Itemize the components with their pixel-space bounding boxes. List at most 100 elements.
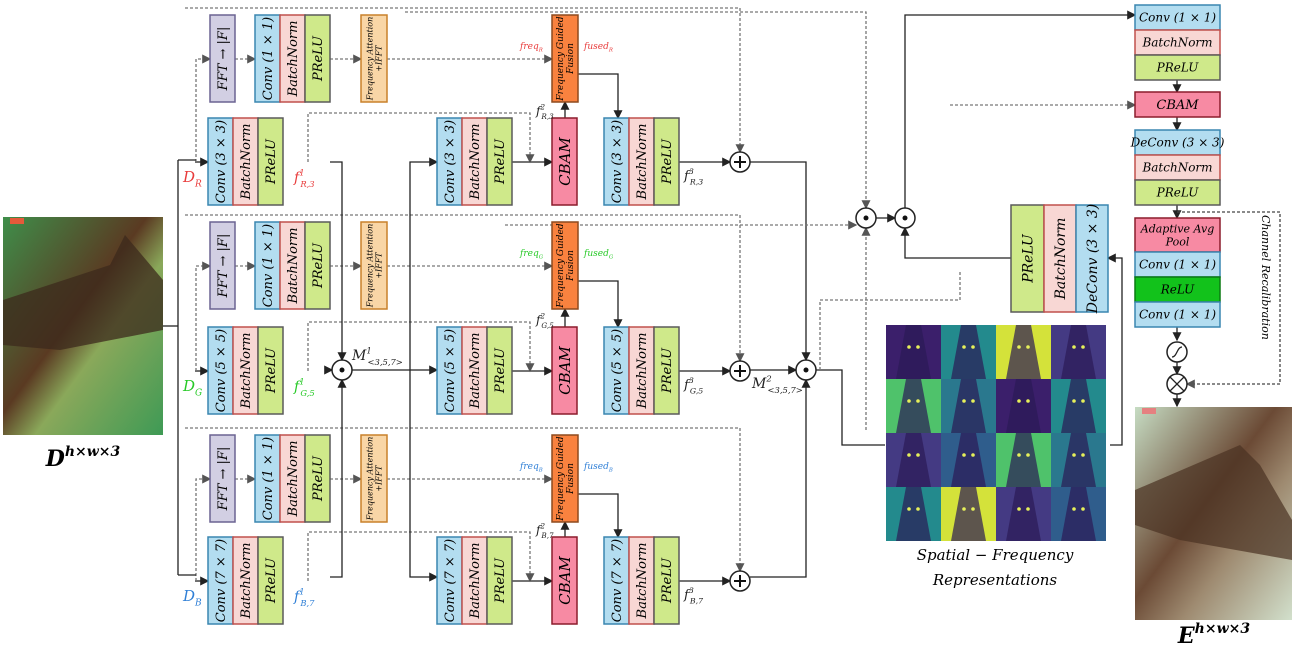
- r-fused-label: fusedR: [583, 42, 613, 54]
- r-stage3-prelu-block: PReLU: [653, 117, 680, 206]
- feature-map-tile: [1051, 379, 1106, 433]
- connector: [195, 474, 212, 581]
- g-stage3-batchnorm-block-label: BatchNorm: [635, 333, 650, 410]
- g-freq-conv-block-label: Conv (1 × 1): [261, 224, 276, 307]
- r-freq-conv-block: Conv (1 × 1): [254, 14, 281, 103]
- g-stage3-conv-block-label: Conv (5 × 5): [610, 329, 625, 412]
- r-stage2-prelu-block: PReLU: [486, 117, 513, 206]
- g-cbam-block: CBAM: [551, 326, 578, 415]
- output-image: [1135, 407, 1292, 620]
- connector: [750, 378, 811, 578]
- feature-map-tile: [1051, 325, 1106, 379]
- g-stage3-batchnorm-block: BatchNorm: [628, 326, 655, 415]
- connector: [1177, 211, 1281, 389]
- recal-conv1b-block-label: Conv (1 × 1): [1139, 308, 1216, 322]
- b-stage3-batchnorm-block: BatchNorm: [628, 536, 655, 625]
- decoder-deconv-block: DeConv (3 × 3): [1075, 204, 1109, 314]
- r-input-label: DR: [182, 168, 202, 190]
- r-freq-attention-block: Frequency Attention+IFFT: [360, 14, 388, 103]
- g-stage2-batchnorm-block-label: BatchNorm: [468, 333, 483, 410]
- connector: [330, 378, 347, 578]
- connector: [330, 161, 347, 362]
- connector: [1106, 253, 1123, 446]
- recal-relu-block-label: ReLU: [1160, 283, 1195, 297]
- g-freq-batchnorm-block: BatchNorm: [279, 221, 306, 310]
- g-cbam-block-label: CBAM: [556, 346, 574, 395]
- connector: [195, 261, 212, 371]
- head-conv1-block: Conv (1 × 1): [1134, 4, 1221, 31]
- b-freq-guided-fusion-block-label: Frequency Guided: [556, 436, 566, 521]
- frequency-fusion-multiply-2: [894, 207, 916, 229]
- r-stage1-conv-block: Conv (3 × 3): [207, 117, 234, 206]
- r-cbam-block: CBAM: [551, 117, 578, 206]
- b-input-label: DB: [182, 587, 202, 609]
- b-fft-block: FFT → |F|: [209, 434, 236, 523]
- connector: [185, 427, 745, 573]
- sf-caption-1: Spatial − Frequency: [917, 546, 1074, 564]
- b-freq-conv-block: Conv (1 × 1): [254, 434, 281, 523]
- b-fused-label: fusedB: [583, 462, 613, 474]
- g-freq-attention-block-label: Frequency Attention: [365, 224, 374, 309]
- g-stage2-prelu-block-label: PReLU: [493, 347, 508, 394]
- g-fft-block-label: FFT → |F|: [216, 234, 231, 299]
- r-stage2-batchnorm-block: BatchNorm: [461, 117, 488, 206]
- g-stage3-conv-block: Conv (5 × 5): [603, 326, 630, 415]
- connector: [195, 54, 212, 162]
- connector: [185, 7, 745, 154]
- r-freq-attention-block-label: +IFFT: [374, 45, 383, 72]
- connector: [409, 157, 439, 370]
- b-stage3-batchnorm-block-label: BatchNorm: [635, 543, 650, 620]
- feature-map-tile: [941, 433, 996, 487]
- b-freq-prelu-block: PReLU: [304, 434, 331, 523]
- b-stage3-conv-block-label: Conv (7 × 7): [610, 539, 625, 622]
- g-stage3-prelu-block: PReLU: [653, 326, 680, 415]
- feature-map-tile: [996, 325, 1051, 379]
- b-freq-attention-block: Frequency Attention+IFFT: [360, 434, 388, 523]
- r-stage2-batchnorm-block-label: BatchNorm: [468, 124, 483, 201]
- r-stage3-batchnorm-block-label: BatchNorm: [635, 124, 650, 201]
- b-stage3-prelu-block-label: PReLU: [660, 557, 675, 604]
- decoder-prelu-block: PReLU: [1010, 204, 1045, 313]
- b-stage3-conv-block: Conv (7 × 7): [603, 536, 630, 625]
- r-stage3-conv-block: Conv (3 × 3): [603, 117, 630, 206]
- g-freq-conv-block: Conv (1 × 1): [254, 221, 281, 310]
- feature-map-tile: [886, 487, 941, 541]
- sigmoid-op: [1166, 341, 1188, 363]
- connector: [900, 226, 1011, 259]
- connector: [307, 112, 535, 164]
- r-freq-label: freqR: [519, 42, 543, 54]
- connector: [904, 10, 1137, 208]
- head-prelu-block-label: PReLU: [1156, 61, 1200, 75]
- b-freq-prelu-block-label: PReLU: [311, 455, 326, 502]
- head-prelu-2-block-label: PReLU: [1156, 186, 1200, 200]
- connector: [750, 161, 811, 362]
- b-freq-attention-block-label: +IFFT: [374, 465, 383, 492]
- r-fft-block-label: FFT → |F|: [216, 27, 231, 92]
- connector-lines: [163, 7, 1281, 586]
- feature-map-tile: [1051, 433, 1106, 487]
- b-stage2-conv-block: Conv (7 × 7): [436, 536, 463, 625]
- g-stage1-conv-block-label: Conv (5 × 5): [214, 329, 229, 412]
- b-stage1-prelu-block-label: PReLU: [264, 557, 279, 604]
- b-stage2-batchnorm-block: BatchNorm: [461, 536, 488, 625]
- r-stage1-batchnorm-block: BatchNorm: [232, 117, 259, 206]
- r-stage3-conv-block-label: Conv (3 × 3): [610, 120, 625, 203]
- feature-map-tile: [886, 433, 941, 487]
- feature-map-tile: [941, 325, 996, 379]
- g-stage1-prelu-block-label: PReLU: [264, 347, 279, 394]
- connector: [307, 321, 535, 373]
- recal-conv1-block-label: Conv (1 × 1): [1139, 258, 1216, 272]
- b-residual-add: [729, 570, 751, 592]
- head-batchnorm-2-block-label: BatchNorm: [1141, 161, 1212, 175]
- head-prelu-2-block: PReLU: [1134, 179, 1221, 206]
- r-stage3-prelu-block-label: PReLU: [660, 138, 675, 185]
- m1-multiply: [331, 359, 353, 381]
